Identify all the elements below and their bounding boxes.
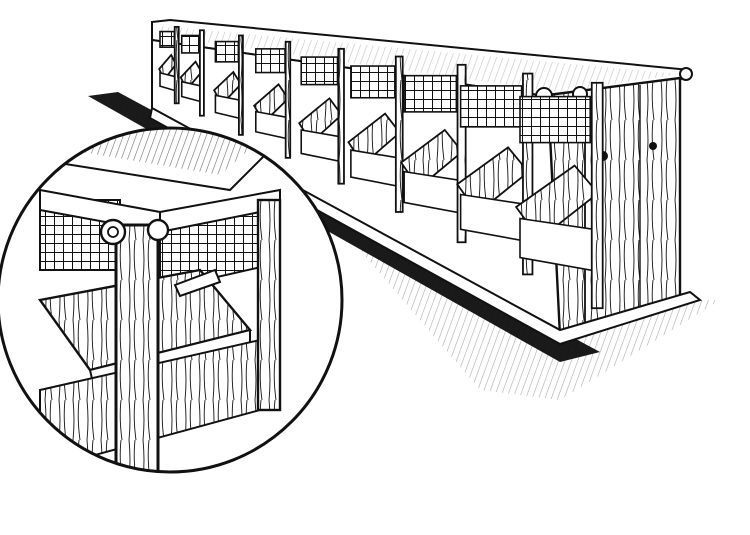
post-cap-icon <box>146 218 170 242</box>
bin-post <box>198 29 205 117</box>
bin <box>252 40 292 159</box>
bin <box>158 25 180 105</box>
bin-post <box>284 40 292 159</box>
lattice-window <box>459 85 523 128</box>
bin-post <box>590 81 604 310</box>
lattice-window <box>159 30 176 48</box>
bin-post <box>237 34 244 136</box>
lattice-window <box>350 65 396 99</box>
bin-post <box>522 72 534 276</box>
lattice-window <box>214 40 240 63</box>
latch-icon <box>173 268 222 298</box>
lattice-window <box>519 95 591 144</box>
corner-post <box>114 223 160 472</box>
bin-post <box>456 63 467 244</box>
bin <box>514 81 604 310</box>
bin <box>298 47 345 185</box>
bin <box>347 55 404 213</box>
lattice-window <box>403 74 458 113</box>
bin <box>179 29 205 117</box>
post-cap-icon <box>679 67 693 81</box>
bin-post <box>337 47 345 185</box>
bin <box>213 34 244 136</box>
lattice-window <box>254 48 286 74</box>
bin-post <box>394 55 404 213</box>
peg-icon <box>649 142 657 150</box>
bin-row <box>148 18 703 346</box>
bin-post <box>173 25 180 105</box>
lattice-window <box>300 56 339 86</box>
lattice-window <box>180 34 201 54</box>
bin <box>400 63 467 244</box>
